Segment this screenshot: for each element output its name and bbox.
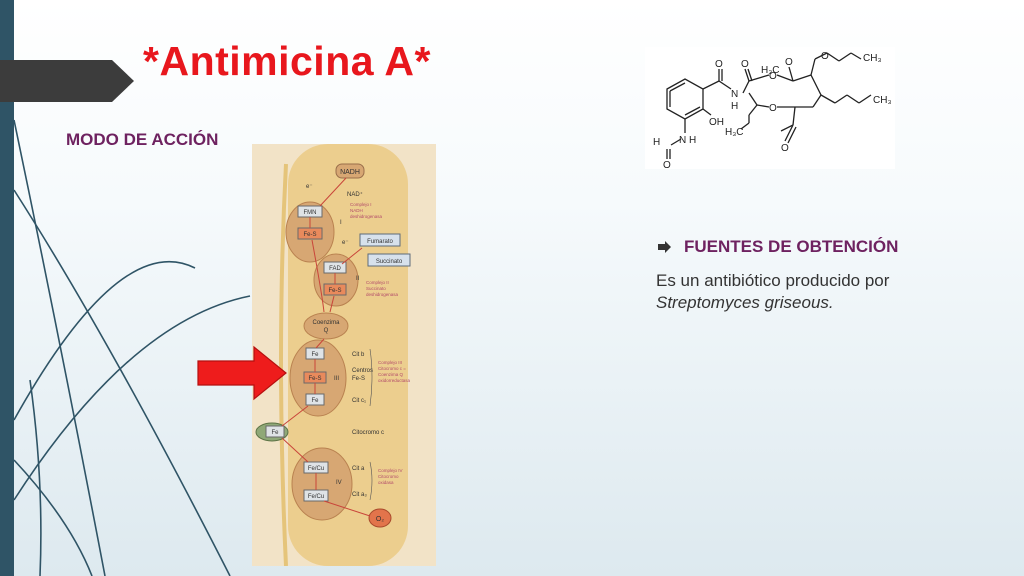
coenzima-q-label: Q (324, 328, 329, 334)
fes-label-1: Fe-S (303, 232, 316, 238)
coenzima-label: Coenzima (312, 320, 340, 326)
complex1-line3: deshidrogenasa (350, 214, 383, 219)
pointer-arrow (197, 345, 287, 401)
nad-label: NAD⁺ (347, 191, 363, 198)
cit-b-label: Cit b (352, 352, 365, 358)
electron-label-1: e⁻ (306, 184, 313, 190)
sources-heading: FUENTES DE OBTENCIÓN (684, 237, 899, 256)
n-formyl-label: N (679, 135, 686, 146)
h3c-top-label: H₃C (761, 65, 780, 76)
species-name: Streptomyces griseous. (656, 293, 834, 312)
fad-label: FAD (329, 266, 341, 272)
description-text: Es un antibiótico producido por (656, 271, 890, 290)
o-label-2: O (769, 71, 777, 82)
succinato-label: Succinato (376, 259, 403, 265)
fes-label-3: Fe-S (308, 376, 321, 382)
complex2-line3: deshidrogenasa (366, 292, 399, 297)
arrow-bullet-icon (658, 241, 671, 253)
o-label-6: O (781, 143, 789, 154)
complex2-line1: Complejo II (366, 280, 389, 285)
n-amide-label: N (731, 89, 738, 100)
fecu-label-1: Fe/Cu (308, 466, 324, 472)
fecu-label-2: Fe/Cu (308, 494, 324, 500)
o-label-3: O (785, 57, 793, 68)
roman-3: III (334, 376, 339, 382)
o-formyl-label: O (663, 160, 671, 169)
nadh-label: NADH (340, 169, 360, 176)
h3c-bottom-label: H₃C (725, 127, 744, 138)
ch3-right-label: CH₃ (873, 95, 892, 106)
electron-label-2: e⁻ (342, 240, 349, 246)
o-label-7: O (715, 59, 723, 70)
fumarato-label: Fumarato (367, 239, 393, 245)
fmn-label: FMN (304, 210, 317, 216)
fe-label-c: Fe (271, 430, 279, 436)
complex3-line2: Citocromo c = (378, 366, 406, 371)
title-tab-shape (0, 60, 134, 102)
o-label-4: O (821, 51, 829, 62)
citocromo-c-label: Citocromo c (352, 430, 384, 436)
ch3-top-label: CH₃ (863, 53, 882, 64)
o-label-1: O (741, 59, 749, 70)
complex4-line3: oxidasa (378, 480, 394, 485)
complex1-line1: Complejo I (350, 202, 372, 207)
decorative-curves (13, 119, 251, 576)
roman-2: II (356, 276, 360, 282)
sources-bullet-row: FUENTES DE OBTENCIÓN (658, 237, 898, 257)
complex3-line3: Coenzima Q (378, 372, 404, 377)
fes-label-2: Fe-S (328, 288, 341, 294)
h-amide-label: H (731, 101, 738, 112)
electron-transport-diagram: NADH NAD⁺ e⁻ FMN Fe-S I Complejo I NADH … (252, 144, 436, 566)
roman-4: IV (336, 480, 342, 486)
slide-title: *Antimicina A* (143, 38, 431, 84)
complex1-line2: NADH (350, 208, 363, 213)
fe-label-3a: Fe (311, 352, 319, 358)
h-formyl-label: H (653, 137, 660, 148)
fe-label-3b: Fe (311, 398, 319, 404)
cit-a3-label: Cit a₃ (352, 492, 367, 498)
cit-a-label: Cit a (352, 466, 365, 472)
centros-label: Centros (352, 368, 373, 374)
complex2-line2: Succinato (366, 286, 386, 291)
antimycin-structure: CH₃ H₃C O O O O O O O N H OH CH₃ H₃C H N… (645, 47, 895, 169)
h-formyl2-label: H (689, 135, 696, 146)
complex3-line1: Complejo III (378, 360, 402, 365)
cit-c1-label: Cit c₁ (352, 398, 366, 404)
roman-1: I (340, 220, 342, 226)
complex4-line1: Complejo IV (378, 468, 403, 473)
complex4-line2: Citocromo (378, 474, 399, 479)
oxygen-label: O₂ (376, 516, 384, 523)
complex3-line4: oxidorreductasa (378, 378, 411, 383)
centros-fes-label: Fe-S (352, 376, 365, 382)
mode-of-action-heading: MODO DE ACCIÓN (66, 130, 219, 149)
left-accent-bar (0, 0, 14, 576)
o-label-5: O (769, 103, 777, 114)
oh-label: OH (709, 117, 724, 128)
sources-description: Es un antibiótico producido por Streptom… (656, 270, 956, 314)
